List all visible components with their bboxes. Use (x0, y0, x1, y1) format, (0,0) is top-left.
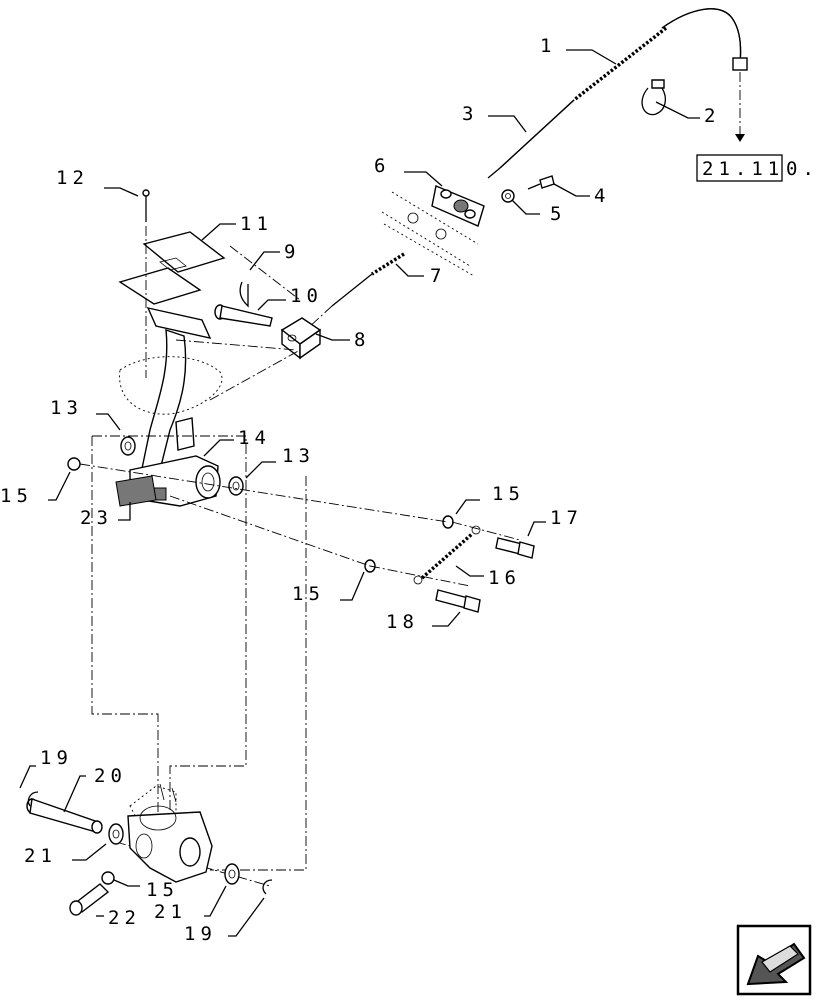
callout-3: 3 (462, 103, 478, 125)
callout-17: 17 (550, 507, 583, 529)
reference-callout: 21.11 0. (696, 154, 819, 182)
washers-13 (120, 436, 244, 496)
callout-21b: 21 (154, 901, 187, 923)
pedal-rubber-23 (115, 475, 157, 507)
pin-12 (142, 189, 150, 378)
callout-11: 11 (240, 213, 273, 235)
clip-19a (27, 791, 39, 807)
callout-1: 1 (540, 35, 556, 57)
callout-9: 9 (284, 241, 300, 263)
reference-suffix: 0. (786, 158, 819, 180)
previous-page-arrow-icon[interactable] (736, 924, 812, 996)
bolt-22 (69, 883, 110, 916)
callout-12: 12 (56, 167, 89, 189)
leader-lines (19, 49, 700, 937)
bolt-4 (527, 175, 555, 190)
callout-14: 14 (238, 427, 271, 449)
clevis-part (280, 317, 322, 360)
return-spring-16 (413, 525, 481, 585)
callout-16: 16 (488, 567, 521, 589)
callout-8: 8 (354, 329, 370, 351)
pedal-bracket (127, 783, 213, 883)
cable-assembly (487, 8, 748, 179)
washers-21 (108, 823, 240, 885)
clip-19b (262, 879, 273, 895)
callout-21a: 21 (24, 845, 57, 867)
callout-15a: 15 (0, 485, 33, 507)
callout-5: 5 (550, 203, 566, 225)
bushings-15 (67, 457, 454, 885)
pedal-pad-11 (118, 231, 226, 305)
callout-15c: 15 (292, 583, 325, 605)
callout-2: 2 (704, 105, 720, 127)
callout-4: 4 (594, 185, 610, 207)
callout-22: 22 (108, 907, 141, 929)
callout-15b: 15 (492, 483, 525, 505)
callout-15d: 15 (146, 879, 179, 901)
pivot-pin-20 (26, 798, 103, 834)
washer-5 (501, 189, 515, 203)
clevis-pin-10 (214, 304, 273, 327)
callout-10: 10 (290, 285, 323, 307)
mounting-bracket-part (381, 185, 485, 277)
callout-6: 6 (374, 155, 390, 177)
bolt-18 (435, 589, 481, 613)
callout-20: 20 (94, 765, 127, 787)
reference-code: 21.11 (702, 158, 784, 180)
callout-19b: 19 (184, 923, 217, 945)
assembly-lines (79, 245, 521, 887)
callout-13a: 13 (50, 397, 83, 419)
cotter-pin-9 (239, 281, 249, 308)
callout-18: 18 (386, 611, 419, 633)
callout-13b: 13 (282, 445, 315, 467)
bolt-17 (495, 537, 535, 559)
callout-numbers: 1 2 3 4 5 6 7 8 9 10 11 12 13 13 14 15 1… (0, 35, 720, 945)
clip-part (641, 79, 667, 116)
callout-19a: 19 (40, 747, 73, 769)
callout-23: 23 (80, 507, 113, 529)
callout-7: 7 (430, 265, 446, 287)
